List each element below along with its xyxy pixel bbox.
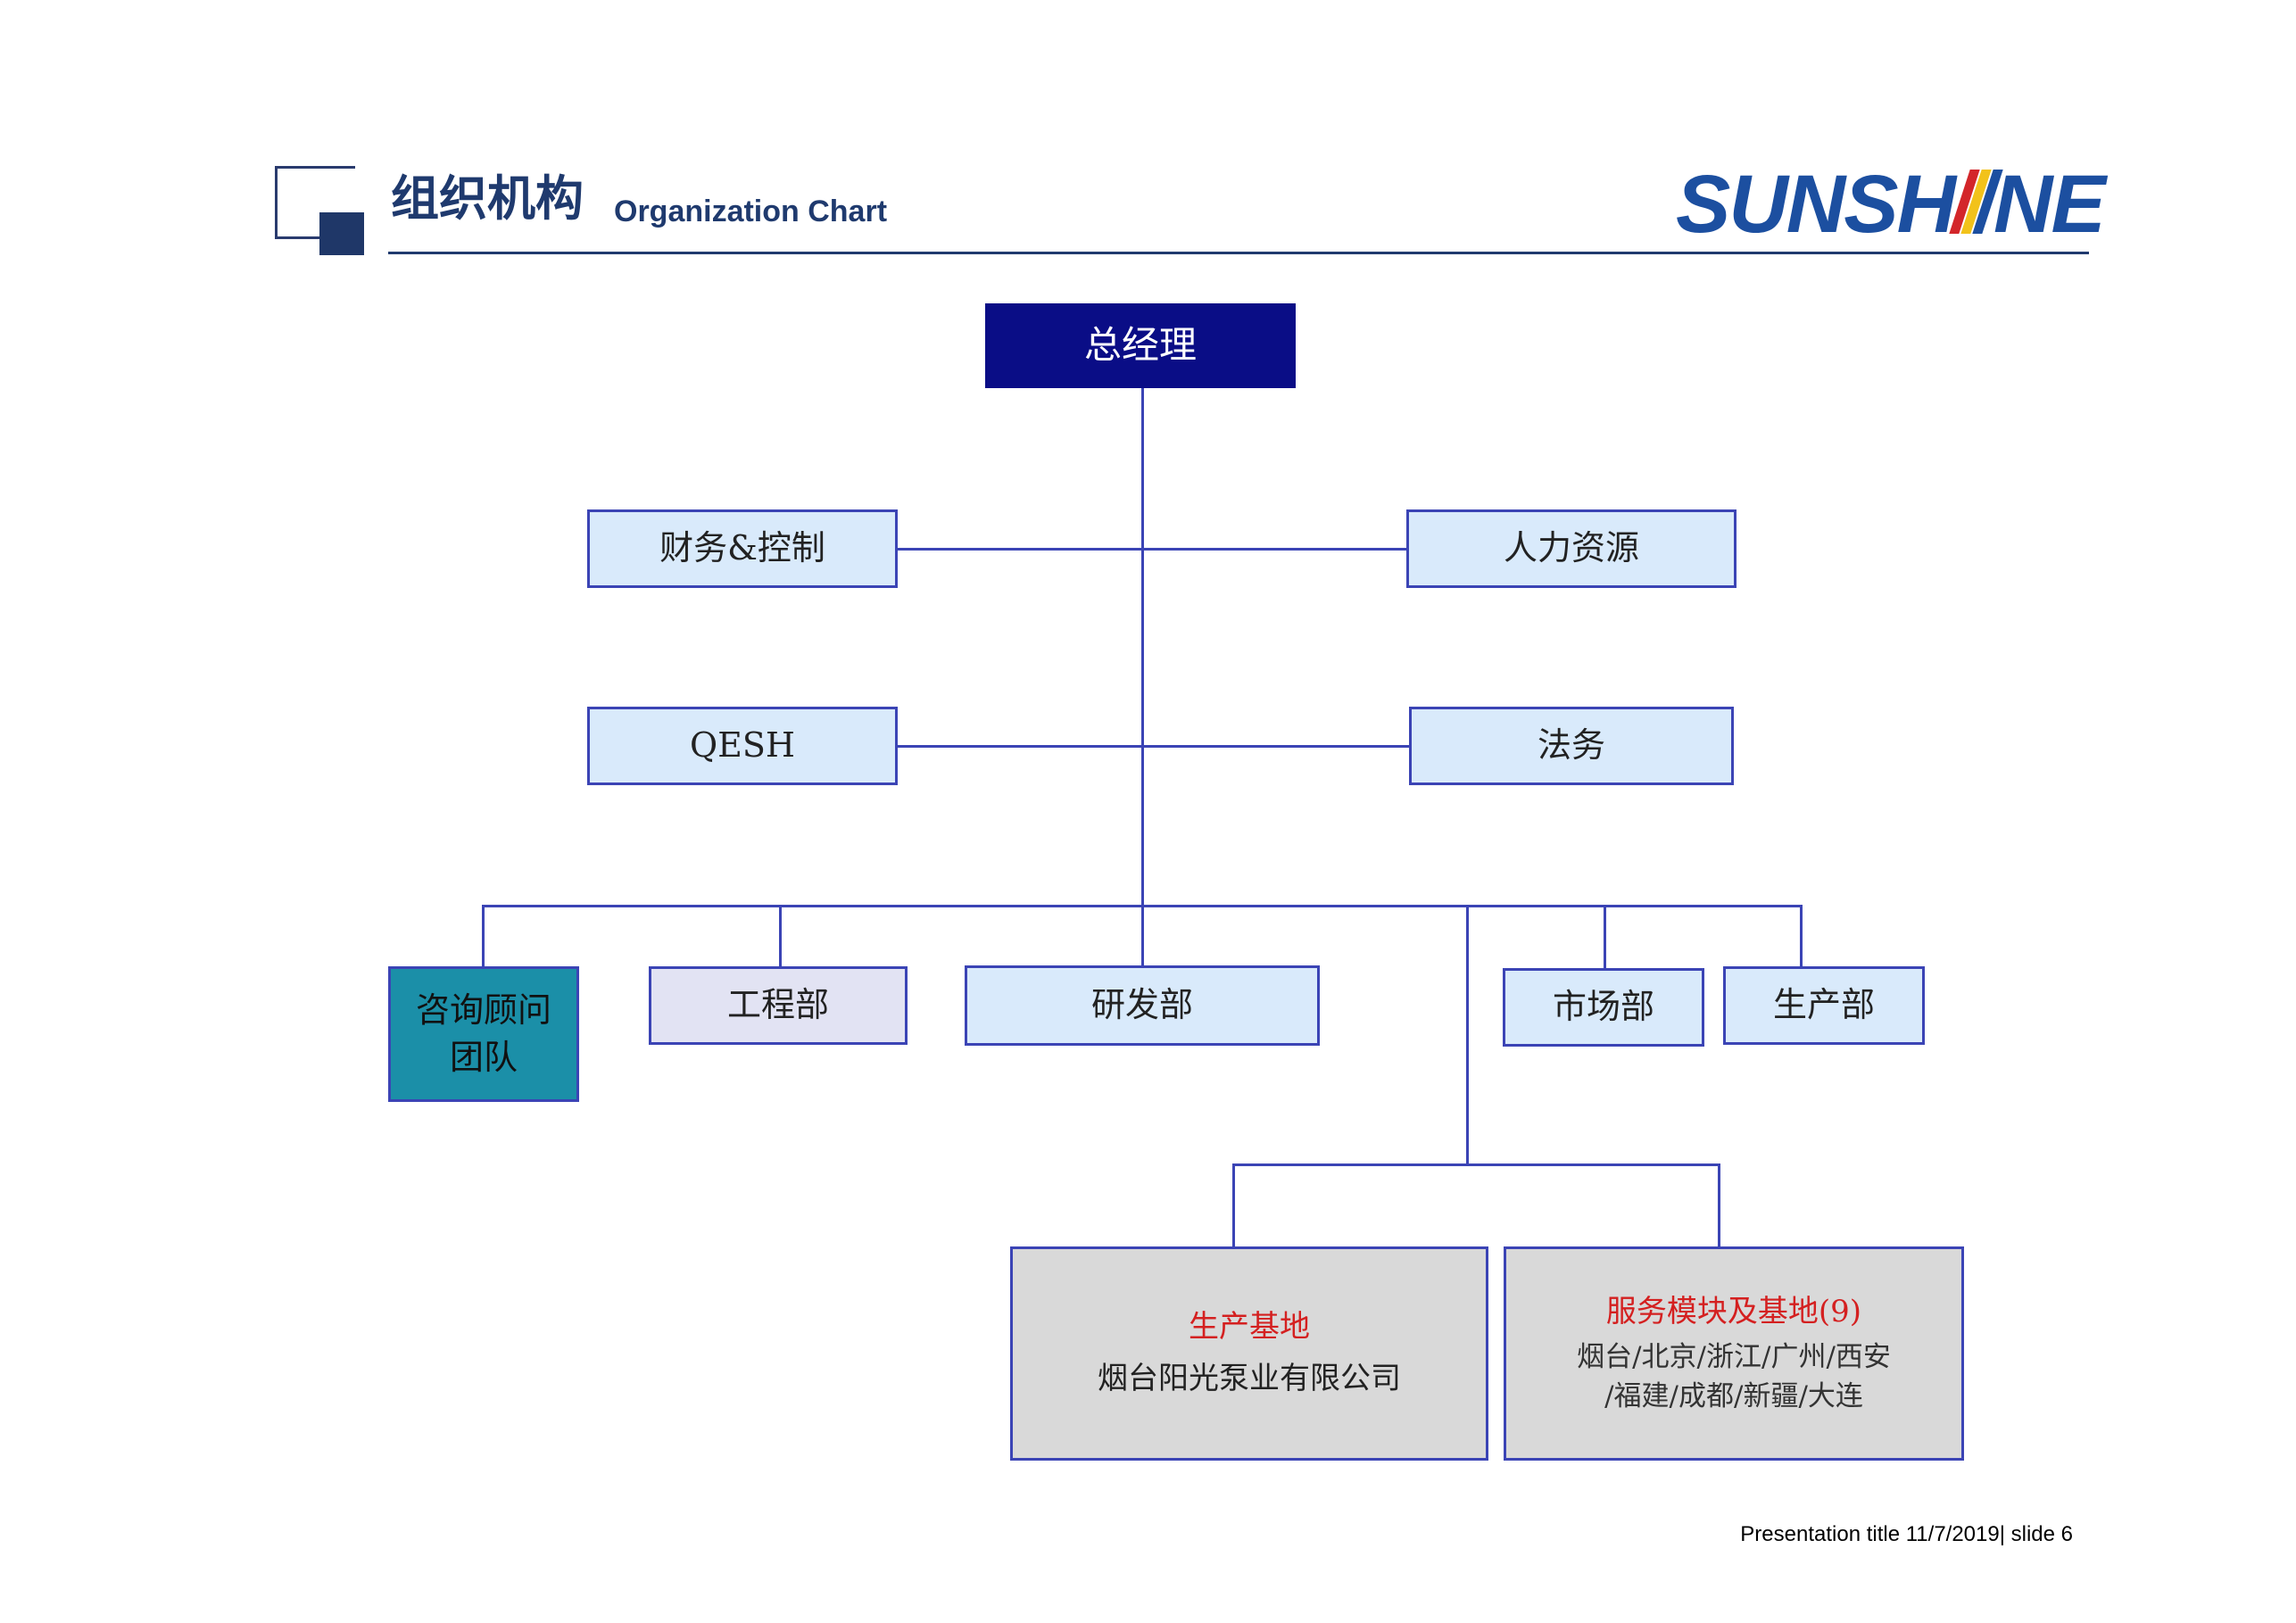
page-title-en: Organization Chart bbox=[614, 195, 888, 228]
org-label-qesh: QESH bbox=[689, 725, 796, 766]
connector-bus bbox=[482, 905, 1803, 907]
org-label-finance: 财务&控制 bbox=[659, 528, 825, 568]
org-box-finance: 财务&控制 bbox=[587, 509, 898, 588]
org-box-rnd: 研发部 bbox=[965, 965, 1320, 1046]
connector-bases-stem bbox=[1466, 905, 1469, 1166]
org-label-production-base-company: 烟台阳光泵业有限公司 bbox=[1098, 1361, 1401, 1396]
header-divider bbox=[388, 252, 2089, 254]
page-title-zh: 组织机构 bbox=[391, 170, 584, 227]
org-label-engineering: 工程部 bbox=[726, 985, 829, 1025]
org-label-service-line1: 烟台/北京/浙江/广州/西安 bbox=[1577, 1341, 1891, 1374]
org-label-legal: 法务 bbox=[1537, 725, 1605, 766]
logo-slash-icon bbox=[1949, 170, 2003, 234]
org-label-production: 生产部 bbox=[1772, 985, 1875, 1025]
org-box-general-manager: 总经理 bbox=[985, 303, 1296, 388]
org-box-service-bases: 服务模块及基地(9) 烟台/北京/浙江/广州/西安 /福建/成都/新疆/大连 bbox=[1504, 1246, 1964, 1461]
logo-text-right: NE bbox=[1993, 159, 2106, 250]
org-box-hr: 人力资源 bbox=[1406, 509, 1737, 588]
org-label-consulting-line1: 咨询顾问 bbox=[415, 990, 551, 1030]
org-box-consulting-team: 咨询顾问 团队 bbox=[388, 966, 579, 1102]
connector-marketing bbox=[1604, 905, 1606, 969]
org-box-legal: 法务 bbox=[1409, 707, 1734, 785]
connector-row2 bbox=[898, 745, 1413, 748]
org-label-rnd: 研发部 bbox=[1090, 985, 1193, 1025]
org-label-production-base-title: 生产基地 bbox=[1189, 1309, 1310, 1346]
connector-production bbox=[1800, 905, 1803, 967]
connector-engineering bbox=[779, 905, 782, 967]
connector-bases-bus bbox=[1232, 1163, 1720, 1166]
org-box-production-base: 生产基地 烟台阳光泵业有限公司 bbox=[1010, 1246, 1488, 1461]
logo-text-left: SUNSH bbox=[1676, 159, 1956, 250]
slide-footer: Presentation title 11/7/2019| slide 6 bbox=[1740, 1522, 2073, 1546]
org-label-hr: 人力资源 bbox=[1503, 528, 1639, 568]
org-label-general-manager: 总经理 bbox=[1083, 323, 1197, 368]
header-square-outline-icon bbox=[275, 166, 355, 239]
org-label-consulting-line2: 团队 bbox=[449, 1038, 518, 1077]
org-box-production: 生产部 bbox=[1723, 966, 1925, 1045]
connector-trunk bbox=[1141, 386, 1144, 966]
org-box-marketing: 市场部 bbox=[1503, 968, 1704, 1047]
connector-base-right bbox=[1718, 1163, 1720, 1248]
org-label-marketing: 市场部 bbox=[1552, 987, 1654, 1027]
header-square-fill-icon bbox=[319, 212, 364, 255]
connector-base-left bbox=[1232, 1163, 1235, 1248]
connector-consult bbox=[482, 905, 485, 967]
org-box-engineering: 工程部 bbox=[649, 966, 908, 1045]
connector-row1 bbox=[898, 548, 1411, 551]
org-label-service-title: 服务模块及基地(9) bbox=[1605, 1293, 1862, 1329]
org-box-qesh: QESH bbox=[587, 707, 898, 785]
org-label-service-line2: /福建/成都/新疆/大连 bbox=[1604, 1379, 1863, 1412]
